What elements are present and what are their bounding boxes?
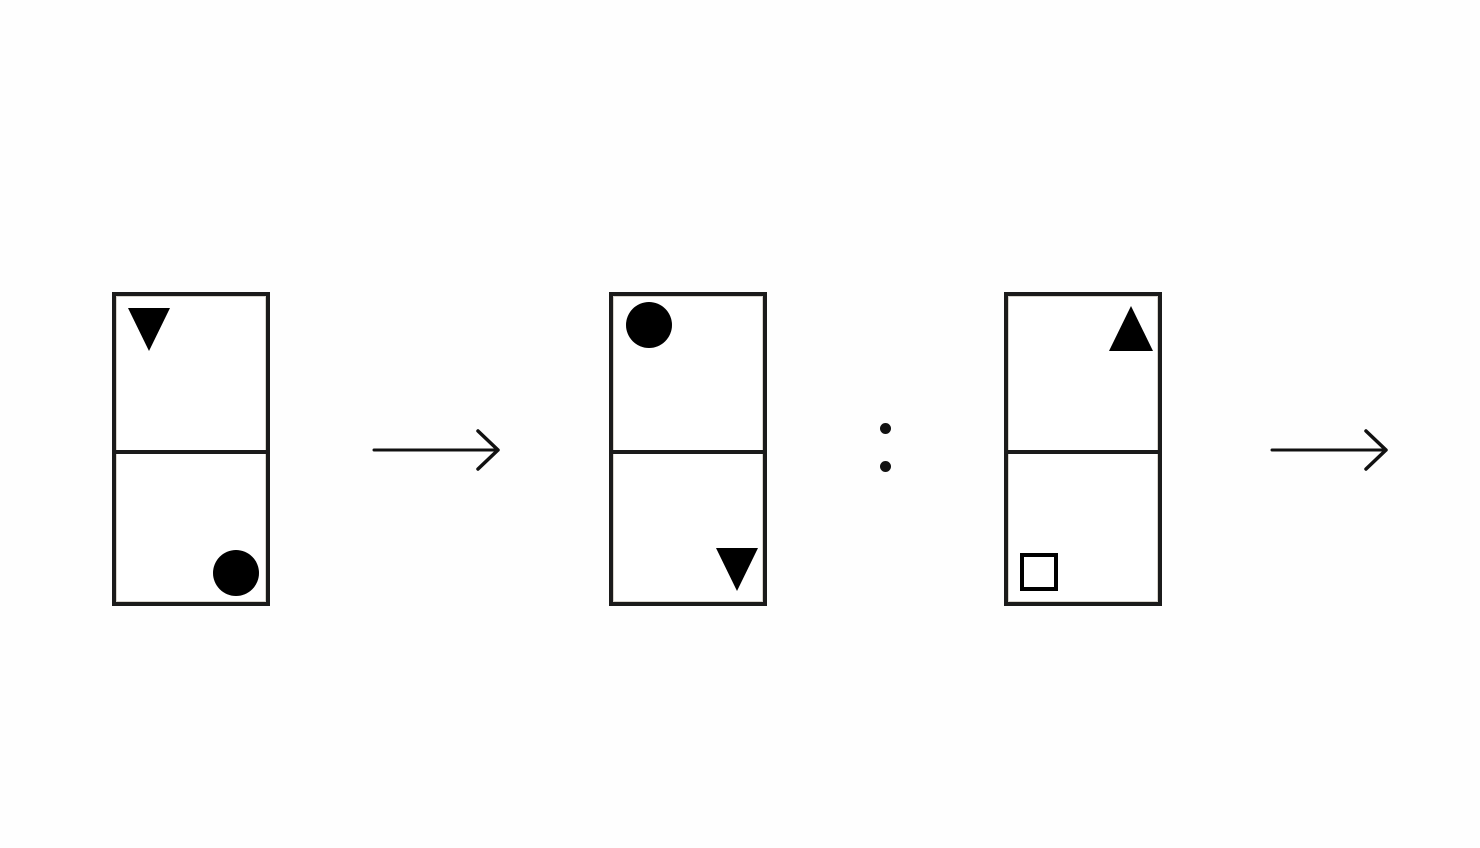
- triangle-down-icon: [128, 308, 170, 351]
- triangle-down-icon: [716, 548, 758, 591]
- circle-icon: [213, 550, 259, 596]
- panel-1: [112, 292, 270, 606]
- colon-dot-bottom: [880, 461, 891, 472]
- circle-icon: [626, 302, 672, 348]
- panel-divider: [116, 450, 266, 454]
- panel-divider: [613, 450, 763, 454]
- triangle-up-icon: [1109, 306, 1153, 351]
- right-arrow-icon: [1270, 429, 1388, 471]
- right-arrow-icon: [372, 429, 500, 471]
- panel-divider: [1008, 450, 1158, 454]
- square-outline-icon: [1020, 553, 1058, 591]
- panel-3: [1004, 292, 1162, 606]
- panel-2: [609, 292, 767, 606]
- colon-dot-top: [880, 423, 891, 434]
